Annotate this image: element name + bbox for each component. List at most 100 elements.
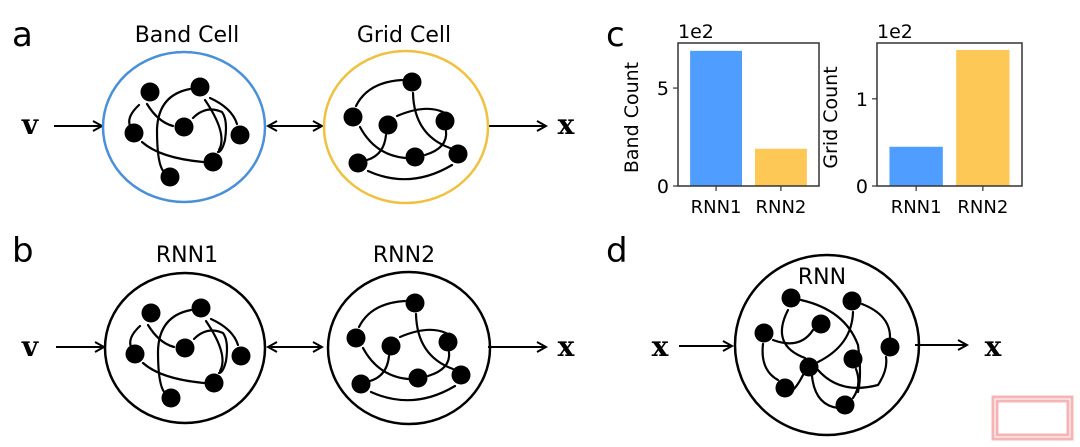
connection-edge: [358, 125, 407, 160]
output-x-label: x: [558, 330, 575, 363]
band-cell-title: Band Cell: [135, 23, 240, 48]
rnn-title: RNN: [798, 265, 846, 290]
plot-frame: [677, 42, 820, 187]
neuron-node: [160, 167, 180, 187]
rnn2-network: [346, 293, 471, 402]
rnn-module: [733, 253, 921, 437]
input-v-label: v: [21, 330, 39, 363]
neuron-node: [381, 336, 401, 356]
y-tick-label: 0: [856, 176, 868, 198]
connection-edge: [761, 342, 780, 382]
connection-edge: [398, 328, 448, 339]
neuron-node: [448, 144, 468, 164]
neuron-node: [140, 82, 160, 102]
connection-edge: [771, 328, 815, 345]
connection-edge: [860, 302, 892, 339]
neuron-node: [190, 77, 210, 97]
connection-edge: [816, 310, 855, 364]
neuron-node: [435, 111, 455, 131]
panel-a: Band Cell Grid Cell v x: [21, 23, 575, 205]
neuron-node: [408, 368, 428, 388]
connection-edge: [192, 329, 229, 375]
neuron-node: [811, 314, 831, 334]
neuron-node: [204, 373, 224, 393]
connection-edge: [365, 133, 388, 162]
panel-label-d: d: [606, 231, 628, 271]
panel-label-c: c: [606, 15, 625, 55]
neuron-node: [402, 72, 422, 92]
neuron-node: [125, 344, 145, 364]
connection-edge: [156, 308, 193, 395]
neuron-node: [161, 388, 181, 408]
x-tick-label: RNN2: [755, 197, 806, 218]
connection-edge: [368, 354, 391, 383]
x-tick-label: RNN1: [691, 197, 742, 218]
neuron-node: [191, 298, 211, 318]
panel-b: RNN1 RNN2 v x: [21, 243, 575, 426]
connection-edge: [191, 108, 228, 154]
connection-edge: [366, 163, 454, 181]
bar-rnn1: [690, 50, 743, 186]
y-tick-label: 0: [657, 176, 669, 198]
connection-edge: [155, 87, 192, 174]
neuron-node: [405, 147, 425, 167]
bar-rnn2: [956, 49, 1010, 186]
connection-edge: [395, 107, 445, 118]
y-axis-label: Grid Count: [820, 66, 842, 168]
connection-edge: [791, 373, 805, 392]
watermark-seal: [991, 395, 1074, 441]
connection-edge: [799, 298, 862, 394]
neuron-node: [775, 378, 795, 398]
connection-edge: [357, 299, 407, 329]
connection-edge: [414, 312, 455, 371]
watermark-border: [991, 395, 1074, 441]
connection-edge: [361, 346, 410, 381]
panel-d: x x RNN: [652, 253, 1002, 437]
neuron-node: [799, 357, 819, 377]
x-tick-label: RNN1: [891, 197, 942, 218]
neuron-node: [141, 303, 161, 323]
connection-edge: [851, 367, 860, 400]
plot-frame: [876, 42, 1023, 187]
connection-edge: [816, 355, 888, 389]
input-v-label: v: [21, 108, 39, 141]
rnn1-module: [103, 271, 267, 425]
neuron-node: [175, 338, 195, 358]
neuron-node: [343, 107, 363, 127]
neuron-node: [378, 115, 398, 135]
x-tick-label: RNN2: [957, 197, 1008, 218]
neuron-node: [346, 328, 366, 348]
axis-scale-label: 1e2: [678, 21, 714, 43]
rnn2-module: [326, 270, 492, 426]
connection-edge: [426, 350, 451, 378]
neuron-node: [880, 337, 900, 357]
y-axis-label: Band Count: [621, 62, 643, 173]
rnn1-title: RNN1: [156, 243, 218, 268]
connection-edge: [810, 374, 840, 410]
grid-cell-network: [343, 72, 468, 181]
neuron-node: [843, 349, 863, 369]
connection-edge: [423, 129, 448, 157]
connection-edge: [780, 308, 807, 360]
rnn2-title: RNN2: [373, 243, 435, 268]
y-tick-label: 5: [657, 78, 669, 100]
connection-edge: [209, 317, 240, 347]
y-tick-label: 1: [856, 89, 868, 111]
connection-edge: [354, 78, 404, 108]
output-x-label: x: [558, 108, 575, 141]
neuron-node: [438, 332, 458, 352]
bar-rnn2: [754, 148, 807, 186]
rnn-network: [754, 288, 900, 415]
neuron-node: [348, 153, 368, 173]
panel-label-b: b: [12, 231, 34, 271]
neuron-node: [781, 288, 801, 308]
grid-cell-module: [322, 49, 490, 205]
panel-label-a: a: [12, 15, 33, 55]
neuron-node: [754, 323, 774, 343]
connection-edge: [411, 91, 452, 150]
connection-edge: [208, 96, 239, 126]
watermark-glyphs: [995, 399, 1070, 437]
